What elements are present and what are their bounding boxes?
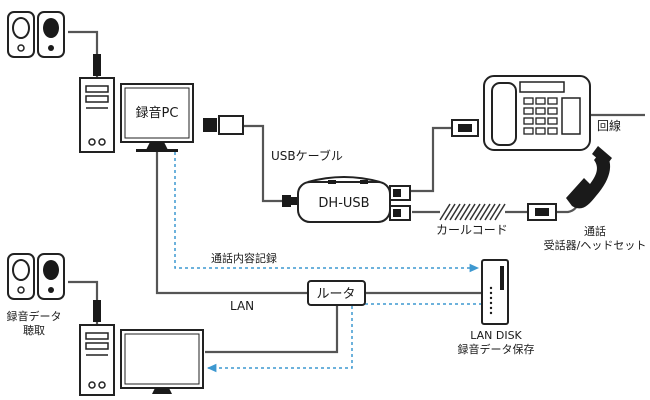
label-curl-cord: カールコード — [436, 223, 508, 237]
label-lan-disk-line2: 録音データ保存 — [458, 342, 535, 356]
edge-dhusb-to-phone — [410, 126, 452, 193]
monitor-recording-pc — [120, 83, 194, 152]
handset-icon — [566, 146, 612, 209]
usb-plug-pc — [203, 115, 244, 135]
label-call-recording: 通話内容記録 — [211, 251, 277, 265]
phone-keypad — [523, 97, 558, 135]
data-flows — [174, 152, 482, 373]
curl-cord-coil — [439, 203, 506, 221]
label-phone-line: 回線 — [597, 118, 621, 133]
edge-usb-cable — [243, 124, 283, 203]
edge-lan-pc-router — [155, 150, 308, 295]
label-playback-line2: 聴取 — [23, 324, 45, 337]
label-recording-pc: 録音PC — [136, 105, 179, 121]
speaker-top-left — [7, 11, 35, 58]
lan-disk-device — [481, 259, 509, 325]
edge-speaker-bottom-to-pc — [68, 280, 99, 325]
modular-plug-handset — [527, 203, 557, 221]
router-box — [307, 280, 366, 306]
label-handset-line1: 通話 — [584, 224, 606, 238]
label-router: ルータ — [316, 287, 355, 302]
usb-plug-dhusb — [282, 195, 299, 207]
flow-playback — [206, 303, 482, 373]
tower-pc-bottom — [79, 324, 115, 396]
monitor-playback-pc — [120, 329, 204, 394]
speaker-bottom-left — [7, 253, 35, 300]
edge-lan-router-pc2 — [205, 305, 339, 354]
dh-usb-device — [297, 176, 411, 223]
speaker-plug-top — [93, 54, 101, 76]
wires — [68, 30, 645, 354]
speaker-plug-bottom — [93, 300, 101, 322]
label-dh-usb: DH-USB — [318, 196, 369, 211]
label-handset-line2: 受話器/ヘッドセット — [544, 238, 647, 252]
label-lan: LAN — [230, 299, 254, 313]
label-lan-disk-line1: LAN DISK — [470, 329, 522, 342]
modular-plug-phone — [451, 119, 479, 137]
edge-speaker-top-to-pc — [68, 30, 99, 78]
flow-call-recording — [174, 152, 480, 273]
tower-pc-top — [79, 77, 115, 153]
label-usb-cable: USBケーブル — [271, 148, 343, 163]
speaker-top-right — [37, 11, 65, 58]
desk-phone — [483, 75, 591, 151]
speaker-bottom-right — [37, 253, 65, 300]
label-playback-line1: 録音データ — [7, 309, 62, 323]
